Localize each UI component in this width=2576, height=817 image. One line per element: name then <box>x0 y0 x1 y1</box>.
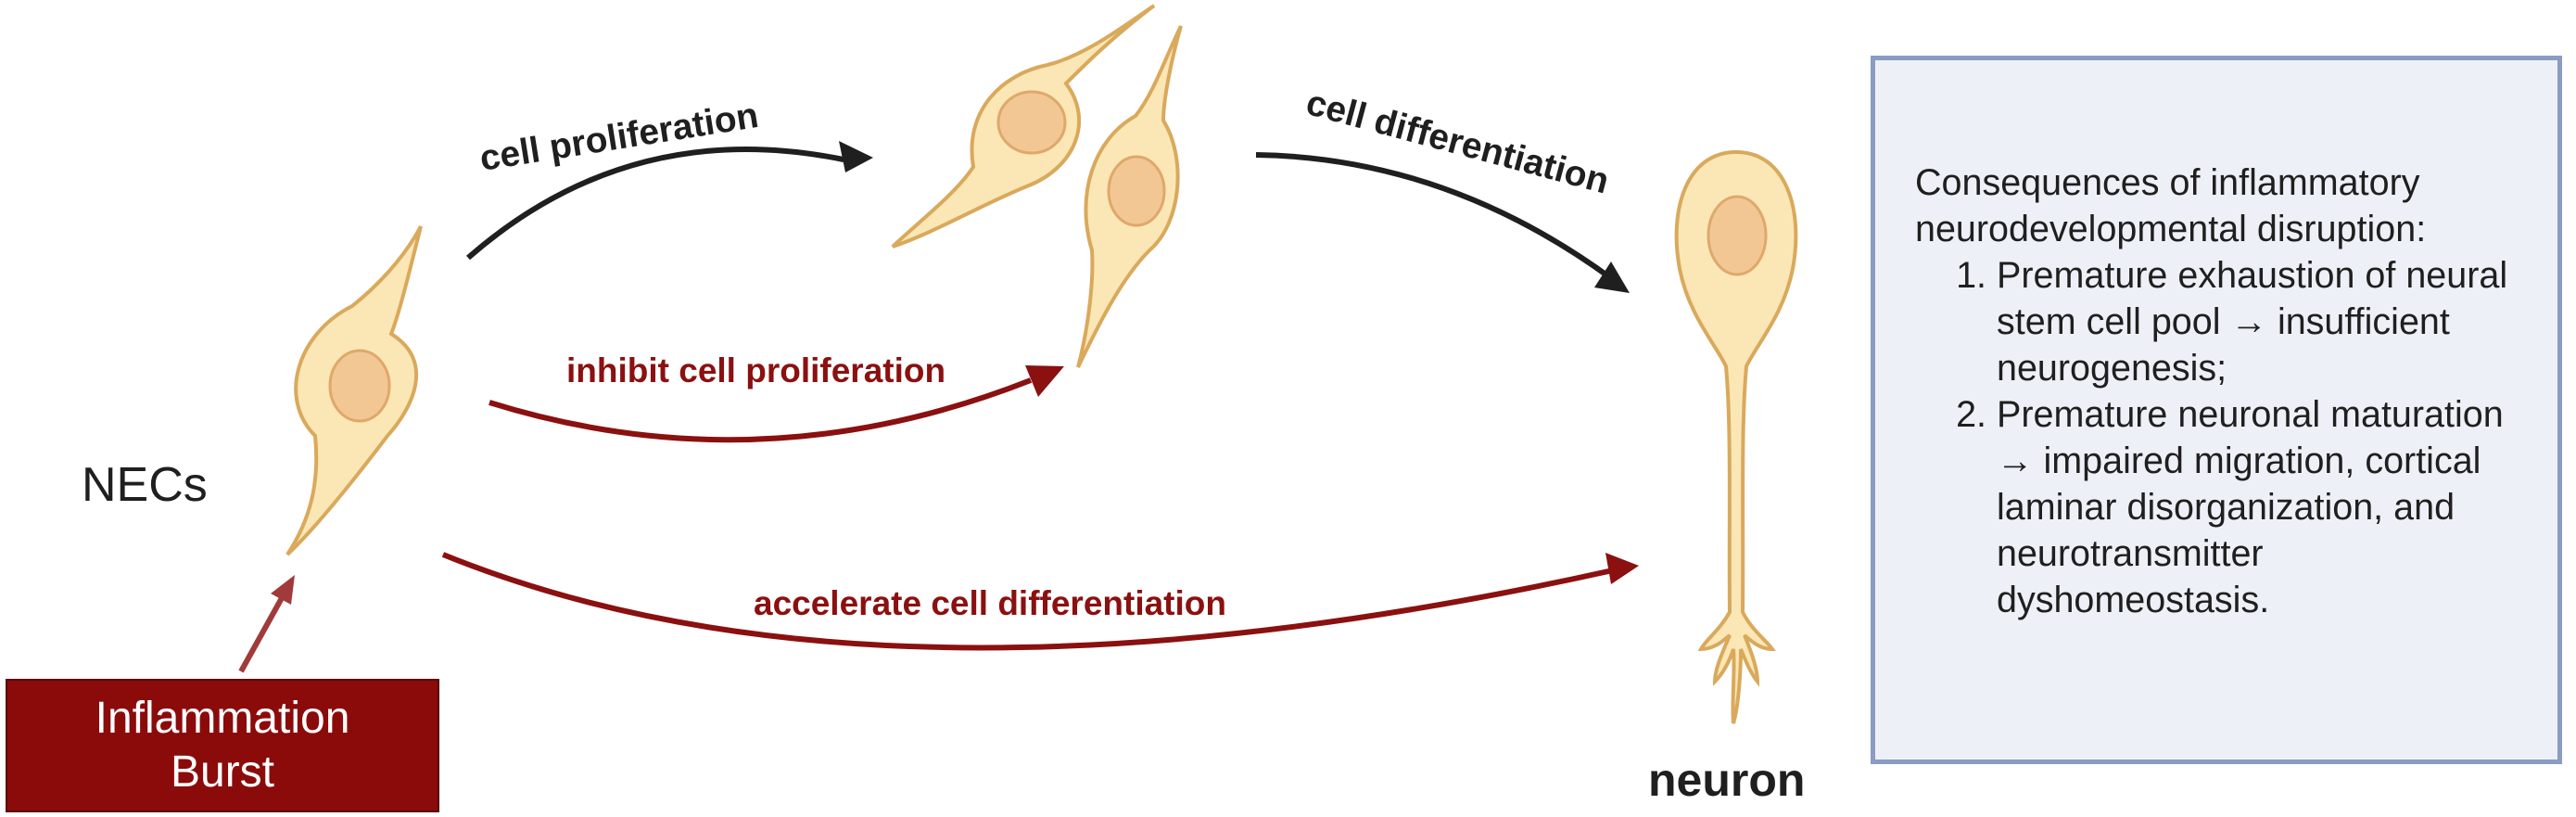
burst-line-2: Burst <box>170 747 275 797</box>
dividing-cell-right-icon <box>1076 25 1183 368</box>
cell-differentiation-label: cell differentiation <box>1302 83 1614 201</box>
neuron-label: neuron <box>1648 754 1805 806</box>
arrow-cell-differentiation <box>1255 152 1630 293</box>
cell-proliferation-label: cell proliferation <box>477 96 761 179</box>
consequences-box: Consequences of inflammatory neurodevelo… <box>1871 56 2562 764</box>
arrow-accelerate-differentiation <box>441 552 1639 651</box>
consequences-list: Premature exhaustion of neural stem cell… <box>1915 252 2545 623</box>
arrow-burst-to-necs <box>238 575 295 673</box>
dividing-cell-left-icon <box>891 4 1156 249</box>
nec-cell-icon <box>286 225 423 556</box>
inflammation-burst-box: Inflammation Burst <box>6 679 439 812</box>
consequences-heading-line-1: Consequences of inflammatory <box>1915 162 2420 203</box>
consequences-content: Consequences of inflammatory neurodevelo… <box>1915 160 2545 623</box>
accelerate-differentiation-label: accelerate cell differentiation <box>754 584 1226 622</box>
arrow-cell-proliferation <box>466 141 873 261</box>
burst-line-1: Inflammation <box>95 694 350 743</box>
consequence-item-1: Premature exhaustion of neural stem cell… <box>1997 252 2545 391</box>
neuron-icon <box>1674 149 1798 724</box>
consequences-heading-line-2: neurodevelopmental disruption: <box>1915 209 2427 249</box>
inhibit-proliferation-label: inhibit cell proliferation <box>566 351 945 389</box>
arrow-inhibit-proliferation <box>489 365 1064 443</box>
necs-label: NECs <box>82 458 208 512</box>
consequence-item-2: Premature neuronal maturation → impaired… <box>1997 391 2545 623</box>
